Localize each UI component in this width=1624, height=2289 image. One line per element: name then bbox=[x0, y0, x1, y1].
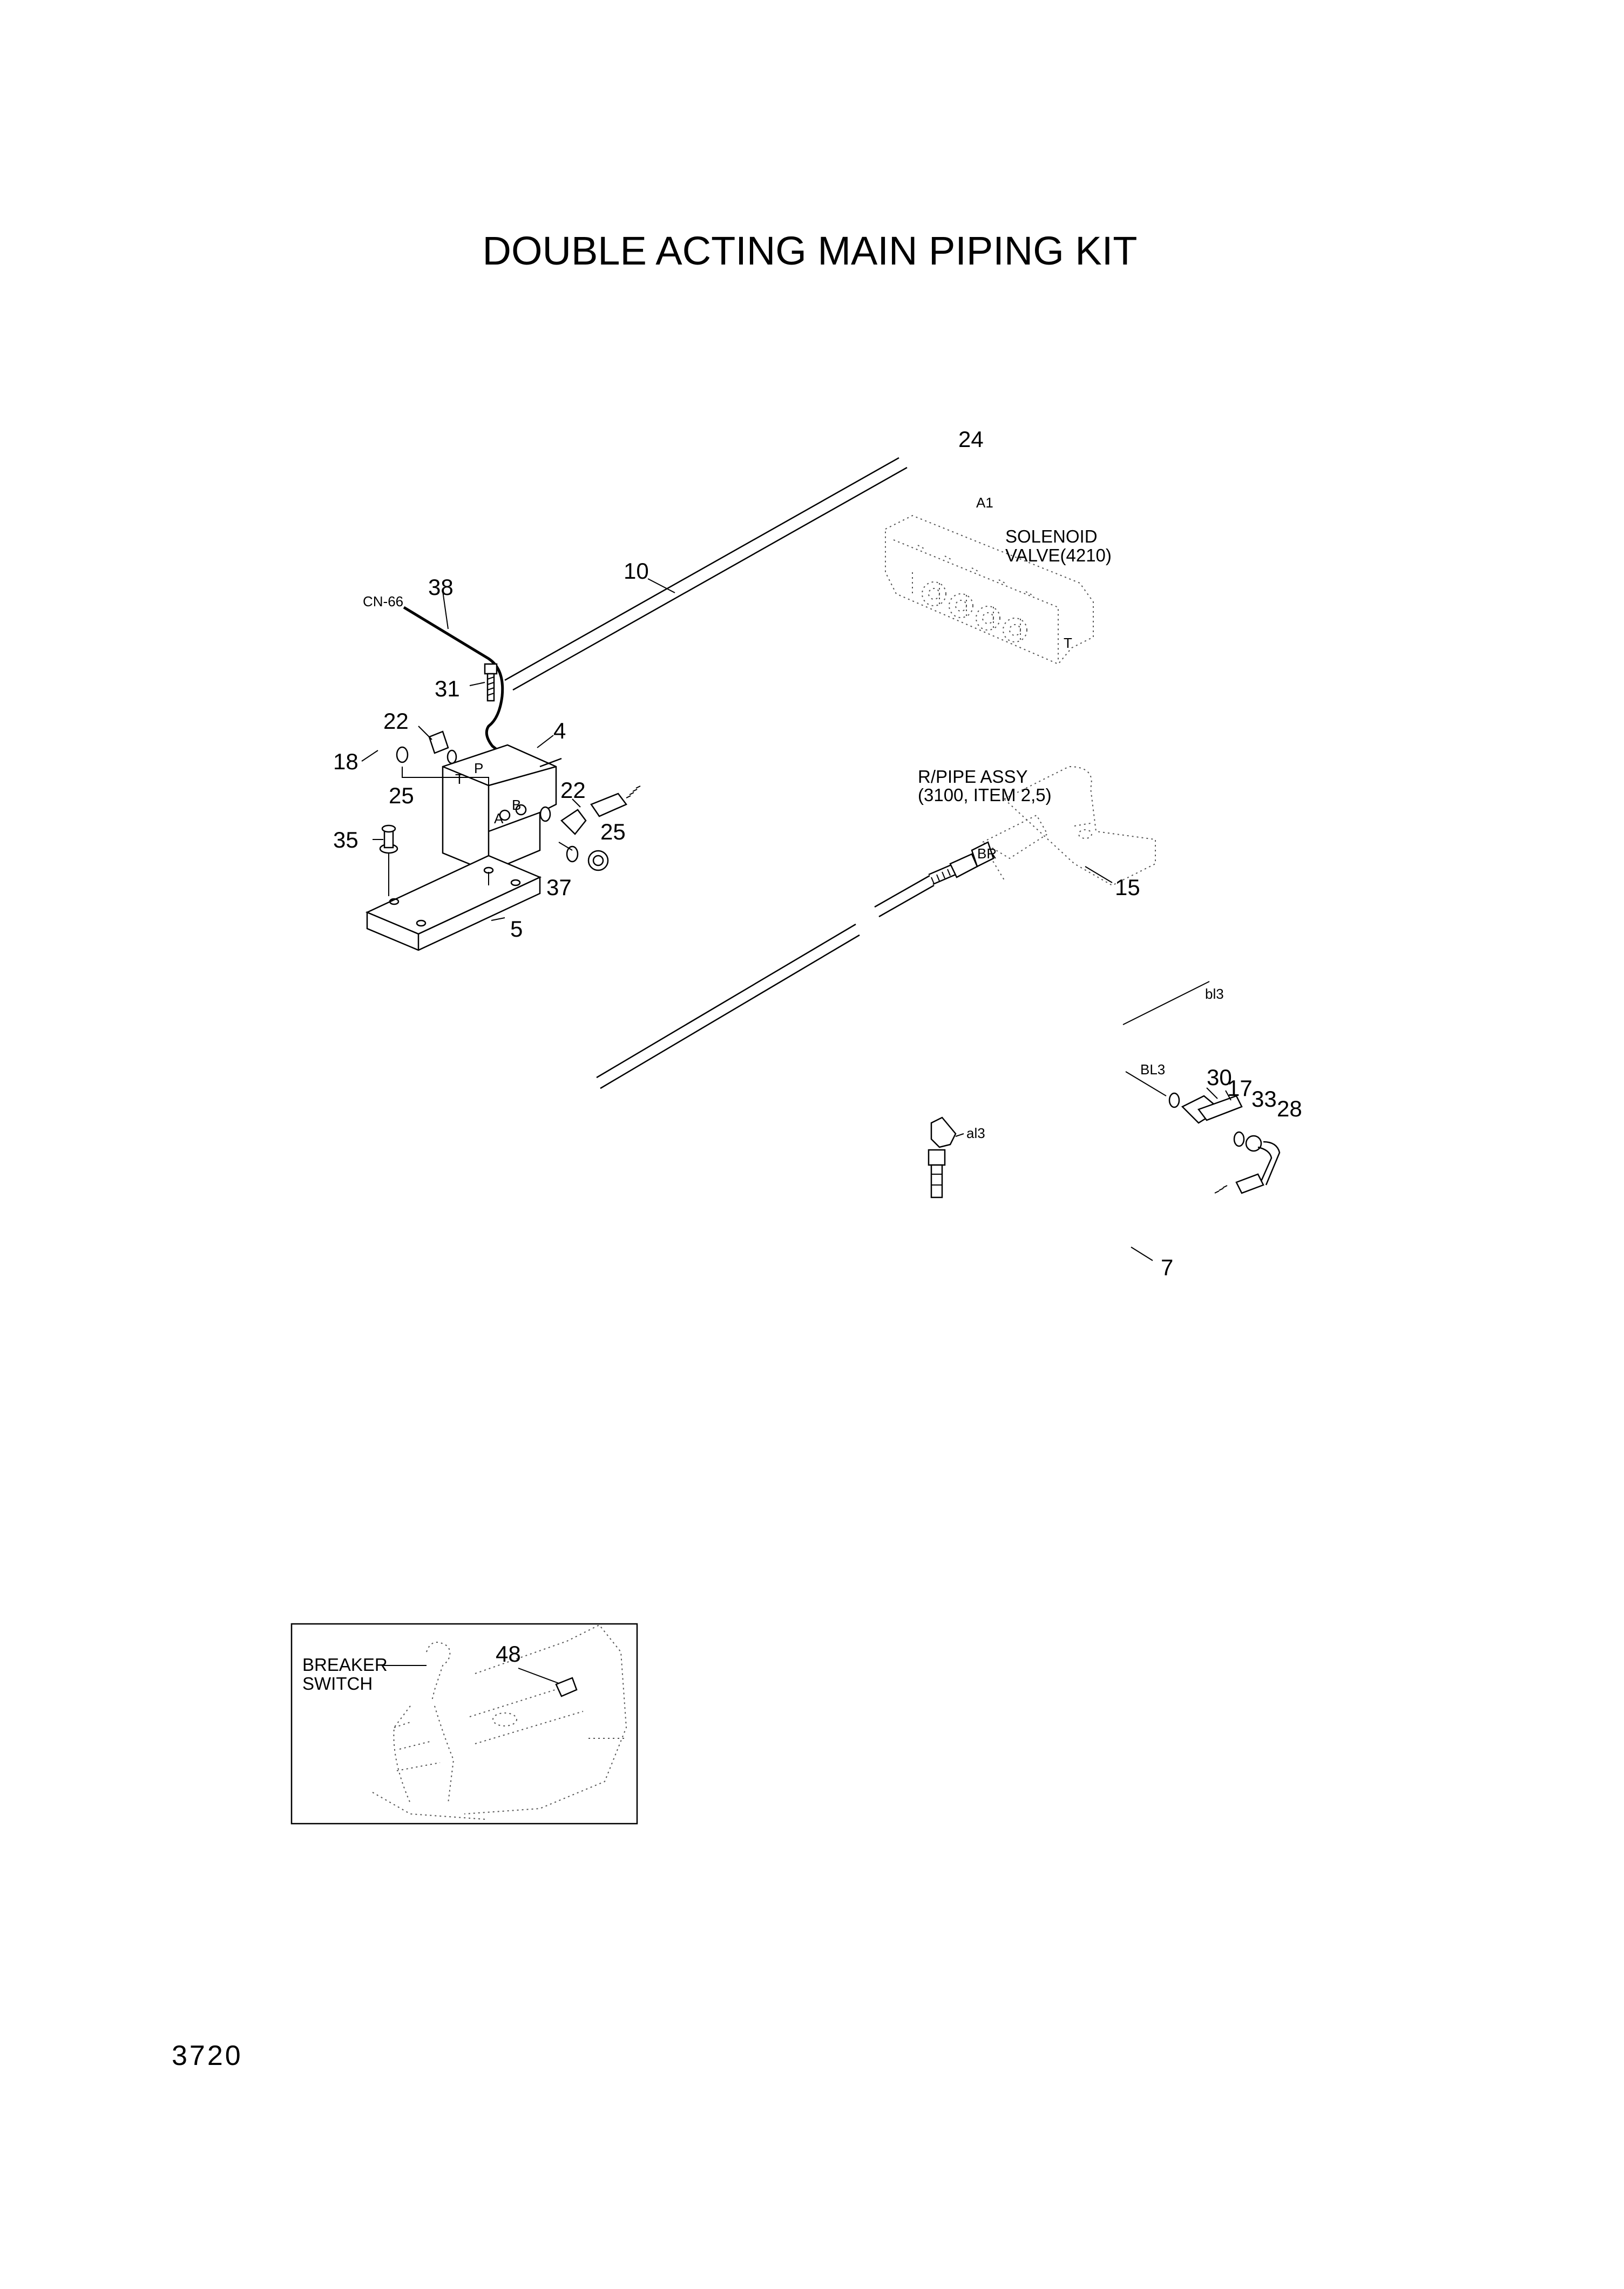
label-breaker-1: BREAKER bbox=[302, 1655, 388, 1675]
pipe-10 bbox=[504, 457, 908, 691]
inset-breaker-switch bbox=[290, 1623, 638, 1825]
plate-5 bbox=[365, 855, 542, 951]
callout-br: BR bbox=[977, 845, 997, 862]
fittings-left bbox=[361, 726, 489, 785]
bl3-assembly bbox=[1125, 1071, 1281, 1194]
bolt-31 bbox=[469, 663, 498, 702]
port-label-t2: T bbox=[1064, 635, 1072, 651]
pipe-7 bbox=[596, 923, 860, 1089]
callout-al3: al3 bbox=[966, 1125, 985, 1141]
page-title: DOUBLE ACTING MAIN PIPING KIT bbox=[483, 228, 1138, 273]
callout-22b: 22 bbox=[560, 777, 586, 803]
callout-37: 37 bbox=[546, 875, 572, 900]
bolt-35 bbox=[373, 824, 398, 896]
elbow-al3 bbox=[928, 1116, 964, 1198]
valve-block-4: T P A B bbox=[442, 735, 562, 873]
label-solenoid-1: SOLENOID bbox=[1005, 526, 1098, 546]
port-label-a: A bbox=[494, 810, 504, 827]
callout-bl3-lower: bl3 bbox=[1205, 986, 1224, 1002]
callout-30: 30 bbox=[1207, 1065, 1232, 1090]
hose-15 bbox=[874, 841, 1113, 918]
callout-17: 17 bbox=[1227, 1075, 1253, 1101]
label-rpipe-2: (3100, ITEM 2,5) bbox=[918, 785, 1052, 805]
wire-38 bbox=[403, 591, 506, 757]
callout-48: 48 bbox=[496, 1641, 521, 1667]
callout-18: 18 bbox=[333, 749, 358, 774]
callout-bl3: BL3 bbox=[1140, 1061, 1165, 1078]
bl3-leader bbox=[1122, 981, 1210, 1025]
callout-25a: 25 bbox=[389, 783, 414, 808]
callout-cn66: CN-66 bbox=[363, 593, 403, 610]
label-solenoid-2: VALVE(4210) bbox=[1005, 545, 1112, 565]
callout-33: 33 bbox=[1251, 1086, 1277, 1112]
callout-35: 35 bbox=[333, 827, 358, 852]
callout-24: 24 bbox=[958, 426, 984, 452]
callout-38: 38 bbox=[428, 574, 454, 600]
callout-22a: 22 bbox=[383, 708, 409, 734]
solenoid-valve: T bbox=[885, 514, 1094, 665]
callout-5: 5 bbox=[510, 916, 523, 942]
port-label-p: P bbox=[474, 760, 483, 776]
callout-10: 10 bbox=[624, 558, 649, 584]
page-number: 3720 bbox=[172, 2040, 243, 2071]
callout-15: 15 bbox=[1115, 875, 1140, 900]
label-rpipe-1: R/PIPE ASSY bbox=[918, 767, 1028, 787]
callout-4: 4 bbox=[553, 718, 566, 743]
label-breaker-2: SWITCH bbox=[302, 1674, 373, 1694]
callout-28: 28 bbox=[1277, 1096, 1302, 1121]
callout-7: 7 bbox=[1161, 1255, 1173, 1280]
port-label-b: B bbox=[512, 797, 521, 813]
callout-a1: A1 bbox=[976, 495, 993, 511]
callout-25b: 25 bbox=[600, 819, 626, 844]
fittings-right bbox=[539, 785, 641, 871]
port-label-t: T bbox=[455, 771, 464, 787]
callout-31: 31 bbox=[435, 676, 460, 701]
leader-7 bbox=[1131, 1247, 1153, 1261]
